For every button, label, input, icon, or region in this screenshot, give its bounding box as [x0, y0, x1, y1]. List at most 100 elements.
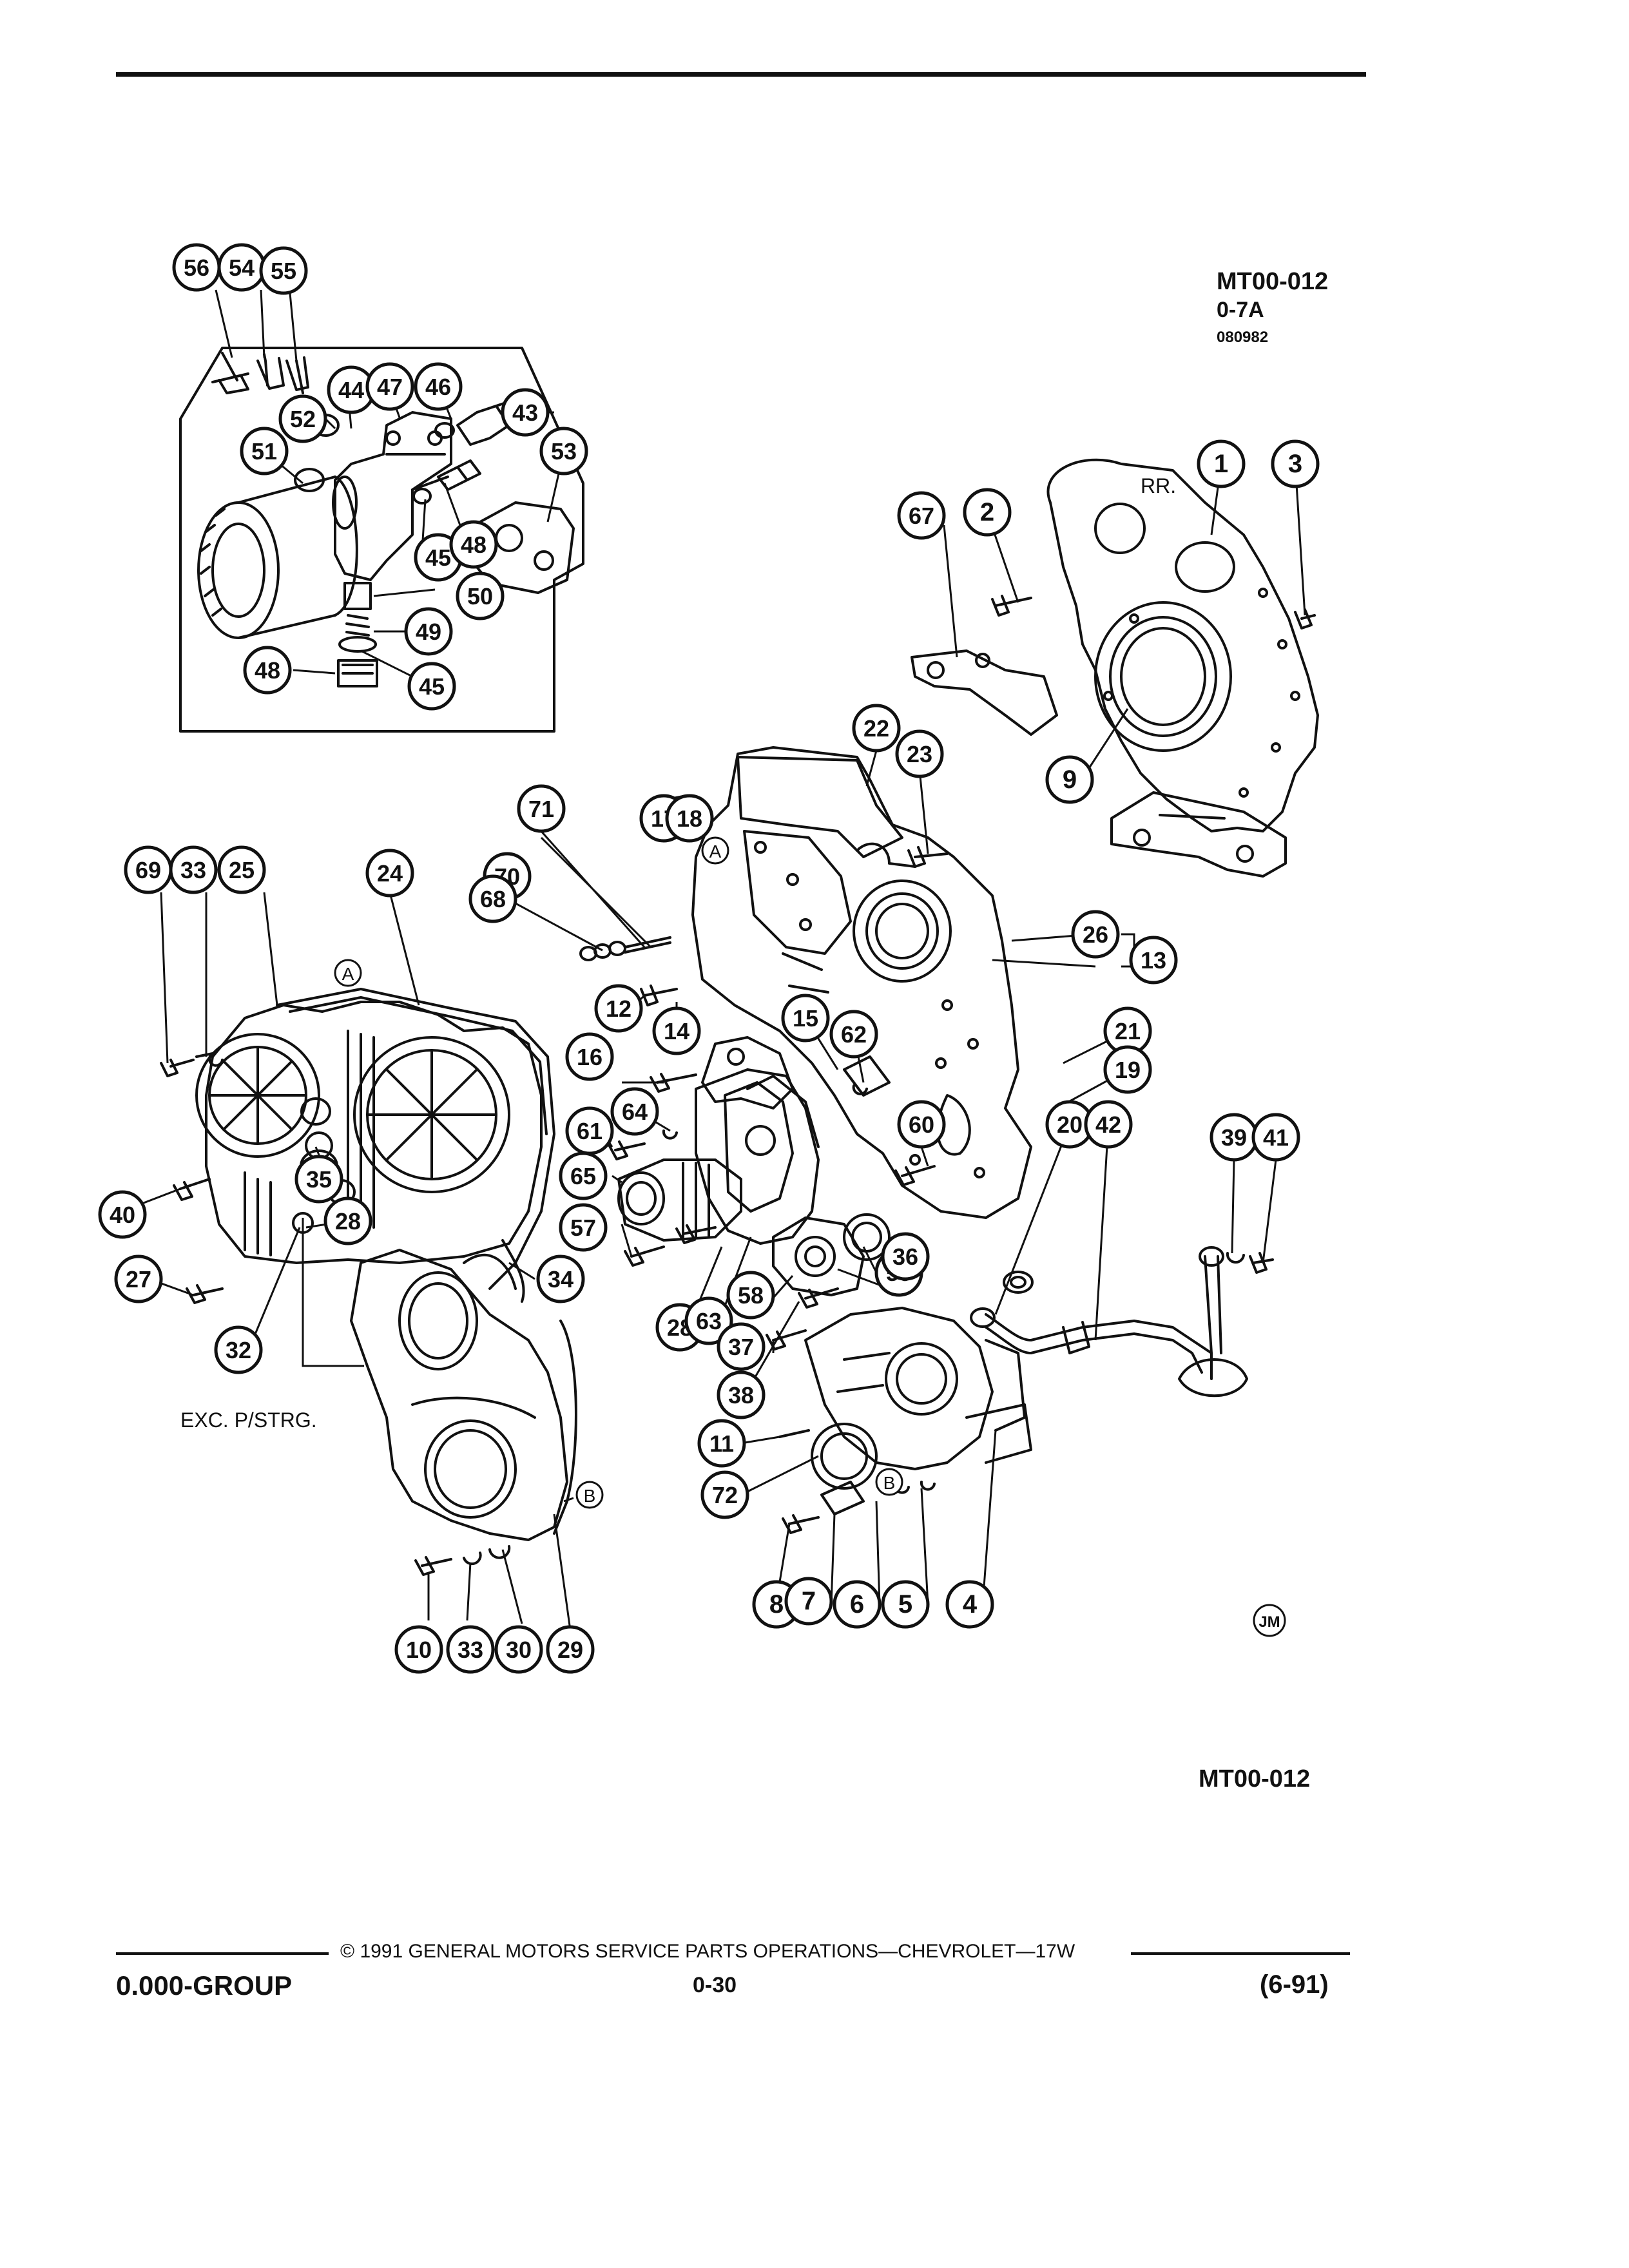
- callout-63: 63: [684, 1296, 733, 1345]
- water-pump-impeller: [617, 1158, 742, 1242]
- callout-number: 55: [271, 258, 296, 284]
- callout-circle: [1197, 439, 1246, 488]
- callout-19: 19: [1103, 1045, 1152, 1094]
- exc-pstrg-label: EXC. P/STRG.: [180, 1408, 317, 1432]
- footer-copyright: © 1991 GENERAL MOTORS SERVICE PARTS OPER…: [340, 1941, 1075, 1962]
- callout-number: 3: [1288, 450, 1302, 478]
- callout-circle: [394, 1625, 443, 1674]
- callout-number: 4: [963, 1590, 978, 1619]
- callout-number: 60: [909, 1111, 934, 1138]
- callout-circle: [407, 662, 456, 711]
- callout-circle: [684, 1296, 733, 1345]
- lower-cover-bolts: [414, 1545, 511, 1576]
- callout-28: 28: [323, 1196, 372, 1245]
- callout-number: 49: [416, 619, 441, 645]
- callout-72: 72: [700, 1470, 749, 1519]
- callout-number: 48: [461, 532, 487, 558]
- callout-circle: [665, 794, 714, 843]
- callout-33: 33: [446, 1625, 495, 1674]
- callout-circle: [1251, 1113, 1300, 1162]
- callout-circle: [214, 1325, 263, 1374]
- callout-65: 65: [559, 1151, 608, 1200]
- callout-48: 48: [243, 646, 292, 695]
- callout-circle: [565, 1032, 614, 1081]
- plate-bolt-23: [907, 846, 949, 868]
- timing-belt: [276, 988, 555, 1290]
- callout-circle: [784, 1577, 833, 1626]
- plate-bolt-14-15: [640, 985, 678, 1006]
- top-rule: [116, 72, 1366, 77]
- footer-rule-left: [116, 1952, 329, 1955]
- callout-circle: [726, 1271, 775, 1320]
- callout-number: 11: [709, 1430, 734, 1457]
- callout-number: 43: [512, 399, 538, 426]
- seal-strip-32: [463, 1239, 525, 1303]
- callout-number: 44: [338, 377, 364, 403]
- callout-number: 15: [793, 1005, 818, 1032]
- callout-7: 7: [784, 1577, 833, 1626]
- callout-number: 51: [251, 438, 277, 465]
- callout-9: 9: [1045, 755, 1094, 804]
- callout-48: 48: [449, 520, 498, 569]
- callout-circle: [539, 427, 588, 476]
- callout-21: 21: [1103, 1006, 1152, 1055]
- callout-number: 35: [306, 1166, 332, 1193]
- callout-22: 22: [852, 704, 901, 753]
- callout-4: 4: [945, 1580, 994, 1629]
- callout-number: 65: [570, 1163, 596, 1189]
- callout-23: 23: [895, 729, 944, 778]
- ref-a-lower: A: [342, 964, 354, 984]
- callout-circle: [259, 246, 308, 295]
- callout-number: 14: [664, 1018, 689, 1044]
- callout-number: 26: [1083, 921, 1108, 948]
- callout-circle: [365, 362, 414, 411]
- callout-circle: [717, 1322, 766, 1371]
- callout-6: 6: [833, 1580, 882, 1629]
- callout-53: 53: [539, 427, 588, 476]
- callout-number: 38: [728, 1382, 754, 1408]
- callout-57: 57: [559, 1203, 608, 1252]
- figure-code-bottom: MT00-012: [1199, 1765, 1311, 1792]
- callout-number: 48: [255, 657, 280, 684]
- callout-number: 16: [577, 1044, 602, 1070]
- callout-number: 57: [570, 1215, 596, 1241]
- callout-number: 34: [548, 1266, 574, 1293]
- oil-pickup-tube: [970, 1246, 1248, 1398]
- callout-circle: [1084, 1100, 1133, 1149]
- callout-56: 56: [172, 243, 221, 292]
- callout-circle: [404, 607, 453, 656]
- callout-number: 72: [712, 1482, 738, 1508]
- callout-circle: [559, 1203, 608, 1252]
- artist-mark: JM: [1258, 1613, 1280, 1631]
- callout-number: 21: [1115, 1018, 1141, 1044]
- callout-16: 16: [565, 1032, 614, 1081]
- mounting-bracket-lower: [1110, 791, 1287, 878]
- callout-number: 71: [528, 796, 554, 822]
- callout-13: 13: [1129, 936, 1178, 985]
- callout-circle: [546, 1625, 595, 1674]
- callout-circle: [449, 520, 498, 569]
- front-seal-8: [811, 1423, 878, 1490]
- callout-58: 58: [726, 1271, 775, 1320]
- callout-12: 12: [594, 984, 643, 1033]
- callout-number: 45: [419, 673, 445, 700]
- callout-circle: [963, 488, 1012, 537]
- rear-label: RR.: [1141, 474, 1176, 497]
- callout-circle: [243, 646, 292, 695]
- callout-number: 8: [769, 1590, 784, 1619]
- callout-number: 22: [863, 715, 889, 742]
- callout-circle: [240, 427, 289, 476]
- plate-bolts-20-21: [852, 1084, 936, 1186]
- callout-number: 30: [506, 1637, 532, 1663]
- callout-circle: [1103, 1045, 1152, 1094]
- callout-circle: [829, 1010, 878, 1059]
- washer-bolt-stack: [579, 936, 671, 961]
- callout-24: 24: [365, 849, 414, 898]
- callout-34: 34: [536, 1254, 585, 1303]
- callout-30: 30: [494, 1625, 543, 1674]
- callout-circle: [494, 1625, 543, 1674]
- callout-number: 13: [1141, 947, 1166, 974]
- callout-5: 5: [881, 1580, 930, 1629]
